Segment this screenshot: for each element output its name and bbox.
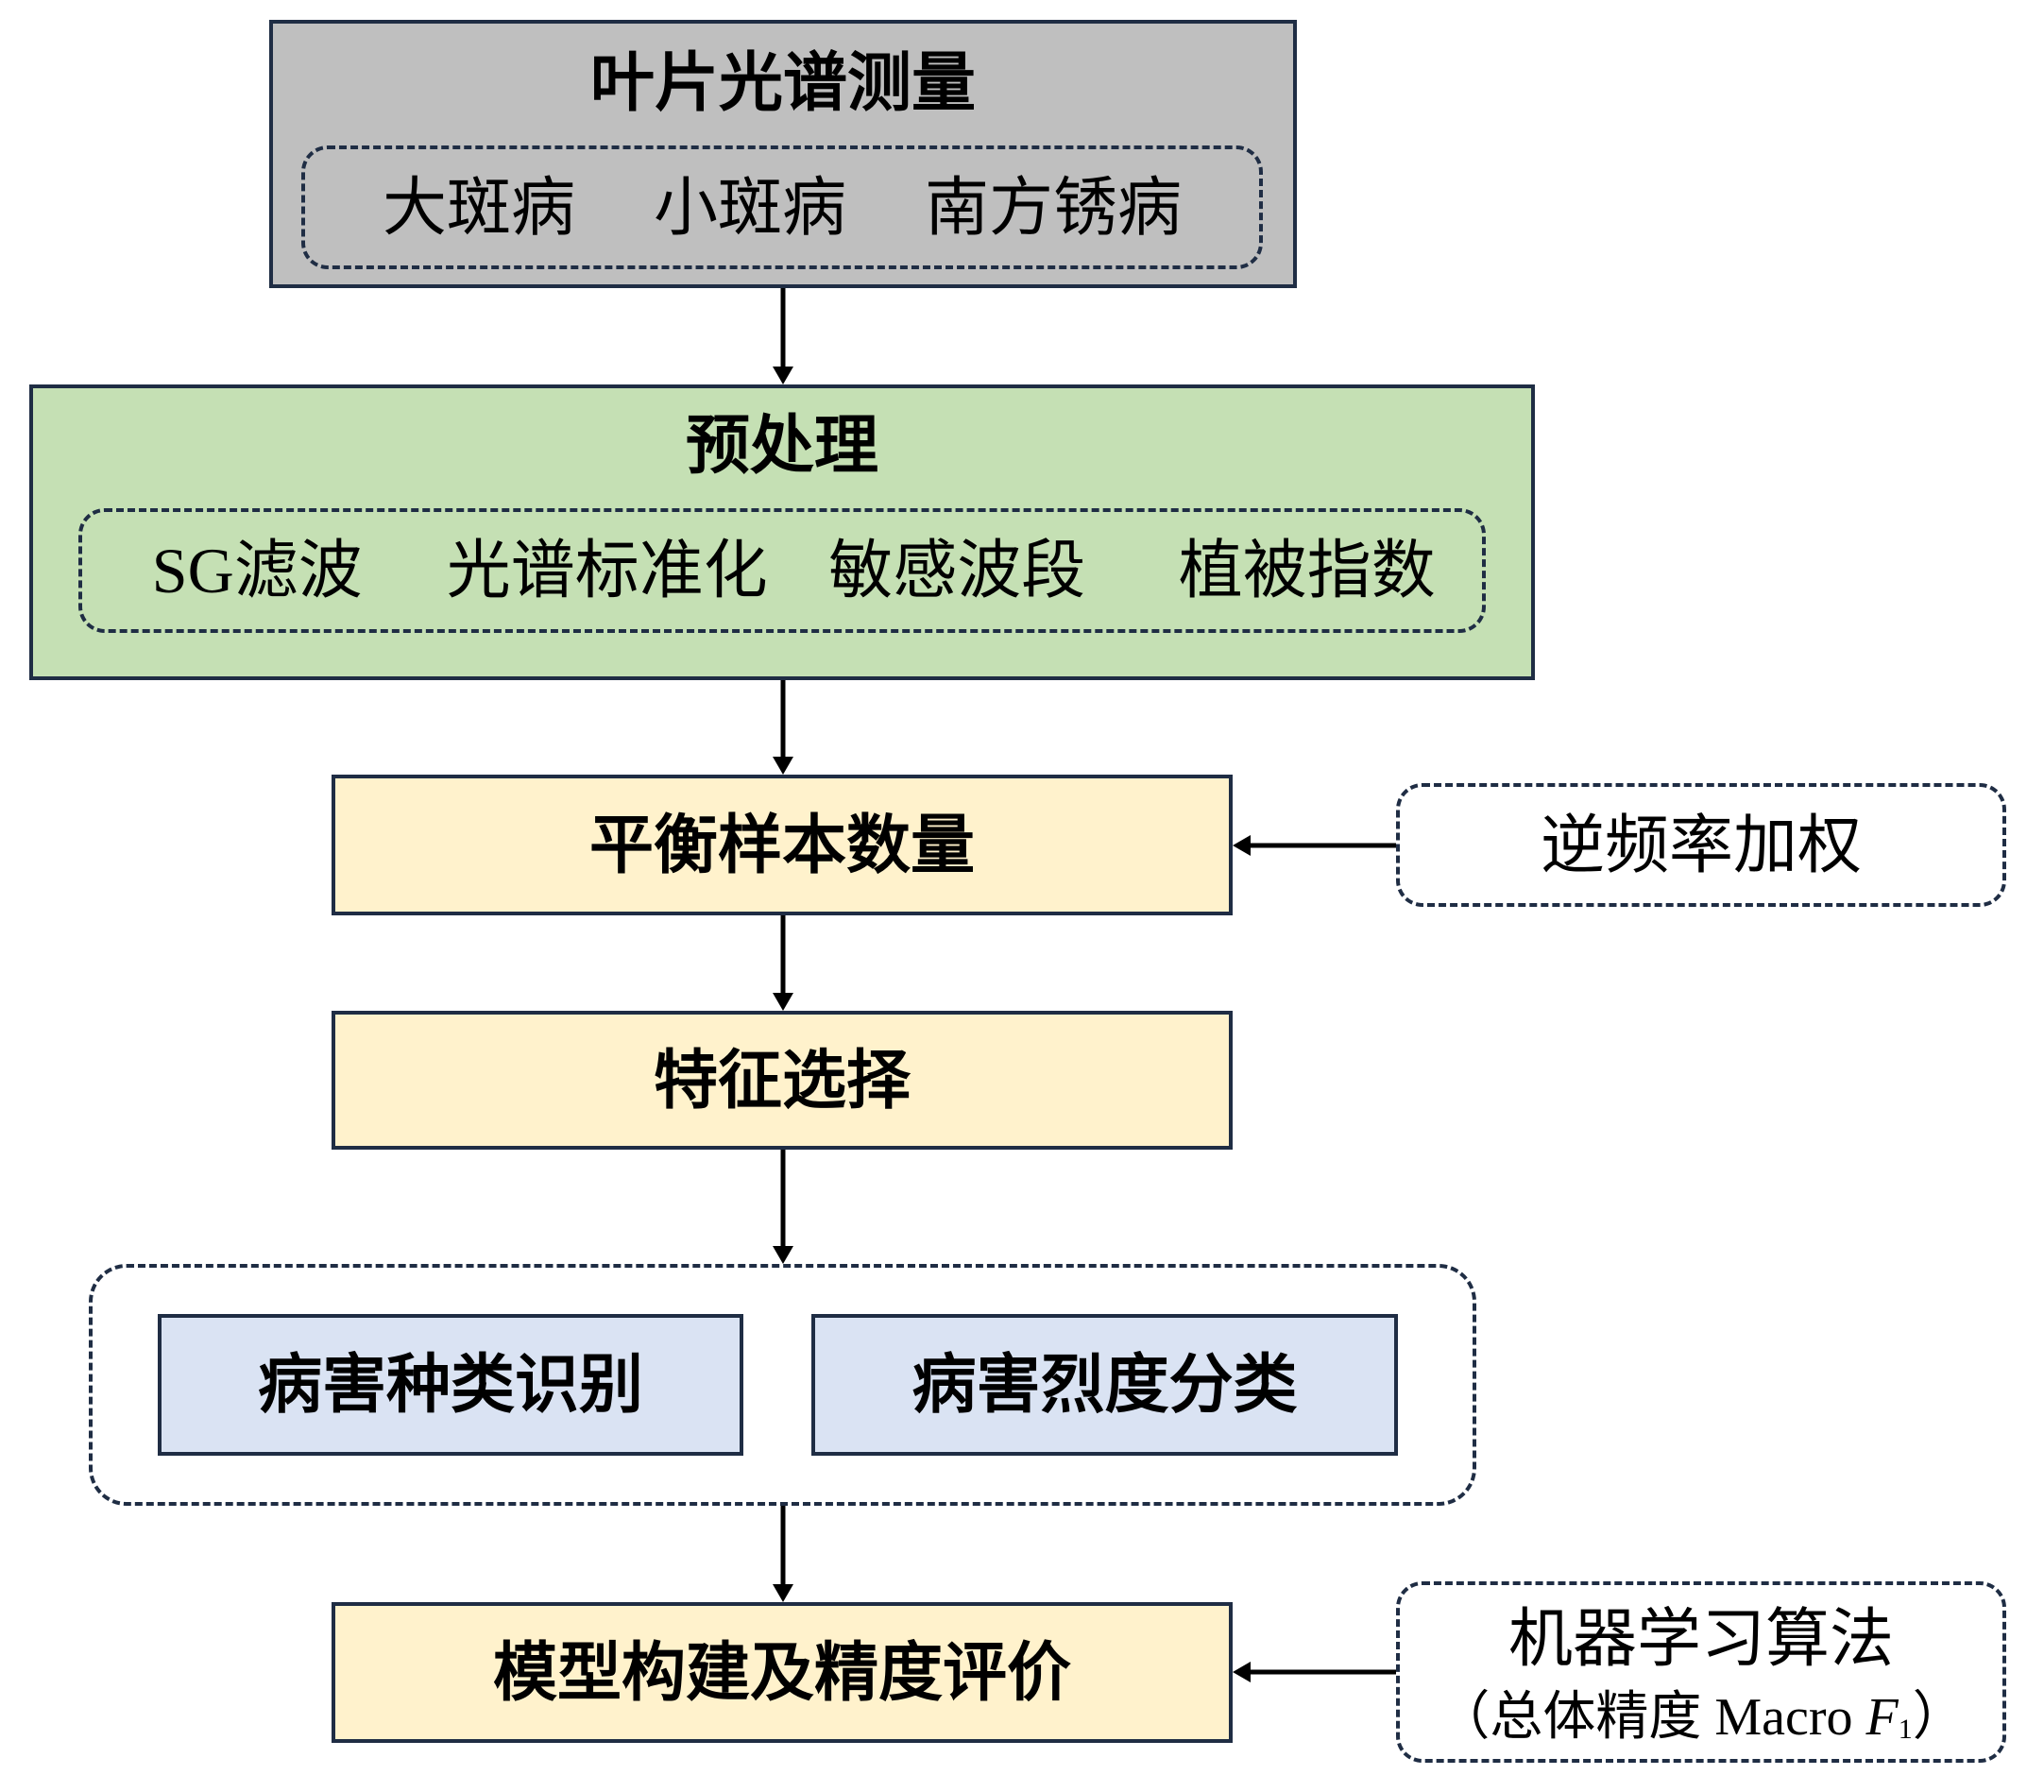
arrow-ml-algorithms-to-model: [1233, 1662, 1396, 1682]
arrow-inverse-frequency-to-balance: [1233, 835, 1396, 856]
inverse-frequency-weighting-label: 逆频率加权: [1540, 809, 1862, 881]
arrow-measurement-to-preprocessing: [773, 288, 793, 384]
disease-item: 小斑病: [653, 171, 846, 244]
evaluation-metric-label: （总体精度 Macro F1）: [1400, 1691, 2002, 1744]
disease-severity-classification-label: 病害烈度分类: [911, 1349, 1298, 1421]
disease-severity-classification-box: 病害烈度分类: [811, 1314, 1398, 1456]
arrow-balance-to-feature-selection: [773, 915, 793, 1011]
disease-type-identification-box: 病害种类识别: [158, 1314, 743, 1456]
preprocessing-steps-group: SG滤波 光谱标准化 敏感波段 植被指数: [78, 508, 1486, 633]
preprocessing-step: 敏感波段: [828, 535, 1086, 606]
leaf-spectral-measurement-title: 叶片光谱测量: [589, 47, 976, 119]
preprocessing-step: 光谱标准化: [446, 535, 768, 606]
feature-selection-box: 特征选择: [332, 1011, 1233, 1150]
arrow-tasks-to-model: [773, 1506, 793, 1602]
preprocessing-title: 预处理: [685, 410, 878, 482]
balance-samples-box: 平衡样本数量: [332, 775, 1233, 915]
feature-selection-label: 特征选择: [653, 1044, 911, 1117]
model-building-evaluation-label: 模型构建及精度评价: [492, 1636, 1071, 1709]
preprocessing-box: 预处理 SG滤波 光谱标准化 敏感波段 植被指数: [29, 384, 1535, 680]
arrow-preprocessing-to-balance: [773, 680, 793, 775]
preprocessing-step: SG滤波: [151, 535, 363, 606]
metric-prefix: （总体精度 Macro: [1437, 1688, 1866, 1747]
metric-variable: F: [1865, 1688, 1899, 1747]
disease-list-group: 大斑病 小斑病 南方锈病: [301, 145, 1263, 269]
balance-samples-label: 平衡样本数量: [588, 809, 975, 881]
inverse-frequency-weighting-box: 逆频率加权: [1396, 783, 2006, 907]
leaf-spectral-measurement-box: 叶片光谱测量 大斑病 小斑病 南方锈病: [269, 20, 1297, 288]
tasks-group: [89, 1264, 1476, 1506]
metric-suffix: ）: [1912, 1688, 1966, 1747]
metric-subscript: 1: [1898, 1714, 1913, 1745]
disease-type-identification-label: 病害种类识别: [257, 1349, 643, 1421]
preprocessing-step: 植被指数: [1178, 535, 1436, 606]
arrow-feature-selection-to-tasks: [773, 1150, 793, 1264]
machine-learning-algorithms-label: 机器学习算法: [1507, 1603, 1894, 1675]
disease-item: 南方锈病: [925, 171, 1183, 244]
machine-learning-algorithms-box: 机器学习算法 （总体精度 Macro F1）: [1396, 1581, 2006, 1763]
disease-item: 大斑病: [382, 171, 575, 244]
model-building-evaluation-box: 模型构建及精度评价: [332, 1602, 1233, 1743]
